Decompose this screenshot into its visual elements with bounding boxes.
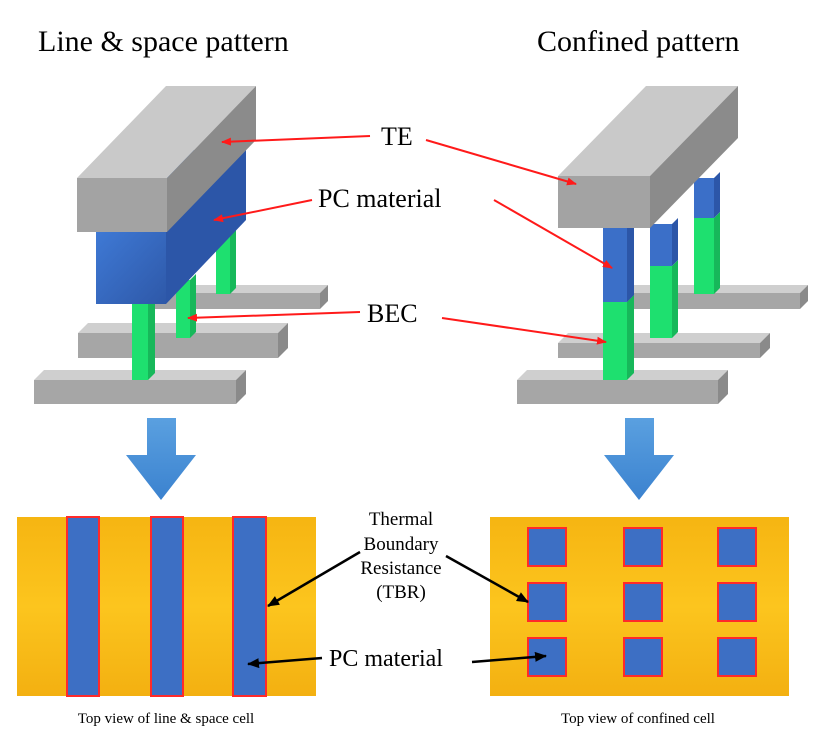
tbr-line-2: Boundary	[364, 534, 439, 555]
cell-pillar-front	[603, 219, 634, 380]
tbr-label: Thermal Boundary Resistance (TBR)	[360, 509, 441, 603]
caption-left: Top view of line & space cell	[78, 711, 254, 727]
arrow-te-left	[221, 135, 371, 146]
arrow-bec-right	[441, 317, 607, 345]
top-view-confined	[490, 517, 789, 696]
top-view-line-space	[17, 516, 316, 697]
arrow-pc-left	[213, 199, 313, 223]
label-bec: BEC	[367, 299, 418, 328]
label-pc-material-3d: PC material	[318, 184, 441, 213]
bec-pillar-middle	[176, 274, 196, 338]
caption-right: Top view of confined cell	[561, 711, 715, 727]
tbr-line-3: Resistance	[360, 558, 441, 579]
arrow-tbr-left	[267, 550, 361, 608]
tbr-line-1: Thermal	[369, 509, 433, 530]
pc-cell-r2c1	[527, 582, 567, 622]
cell-pillar-middle	[650, 218, 678, 338]
arrow-te-right	[425, 139, 577, 186]
label-pc-material-top: PC material	[329, 646, 443, 672]
left-heading: Line & space pattern	[38, 25, 289, 58]
te-block-left	[77, 86, 256, 232]
left-3d-structure	[34, 86, 328, 404]
arrow-pc-top-right	[471, 651, 547, 664]
pc-stripe-3	[232, 516, 267, 697]
arrow-pc-right	[493, 199, 613, 269]
down-arrow-left	[126, 418, 196, 500]
label-te: TE	[381, 122, 413, 151]
pc-cell-r3c2	[623, 637, 663, 677]
pc-cell-r1c1	[527, 527, 567, 567]
pc-cell-r2c3	[717, 582, 757, 622]
pc-stripe-1	[66, 516, 100, 697]
tbr-line-4: (TBR)	[376, 582, 426, 603]
arrow-bec-left	[187, 311, 361, 322]
pc-cell-r1c3	[717, 527, 757, 567]
pc-stripe-2	[150, 516, 184, 697]
cell-pillar-back	[694, 172, 720, 294]
right-heading: Confined pattern	[537, 25, 739, 58]
down-arrow-right	[604, 418, 674, 500]
bec-pillar-front	[132, 293, 155, 380]
arrow-tbr-right	[445, 554, 529, 604]
pc-cell-r3c3	[717, 637, 757, 677]
arrow-pc-top-left	[247, 656, 323, 669]
black-arrows	[247, 550, 547, 669]
bec-pillar-back	[216, 230, 236, 294]
right-3d-structure	[517, 86, 808, 404]
te-block-right	[558, 86, 738, 228]
pc-cell-r1c2	[623, 527, 663, 567]
red-arrows	[187, 135, 613, 345]
pc-cell-r2c2	[623, 582, 663, 622]
